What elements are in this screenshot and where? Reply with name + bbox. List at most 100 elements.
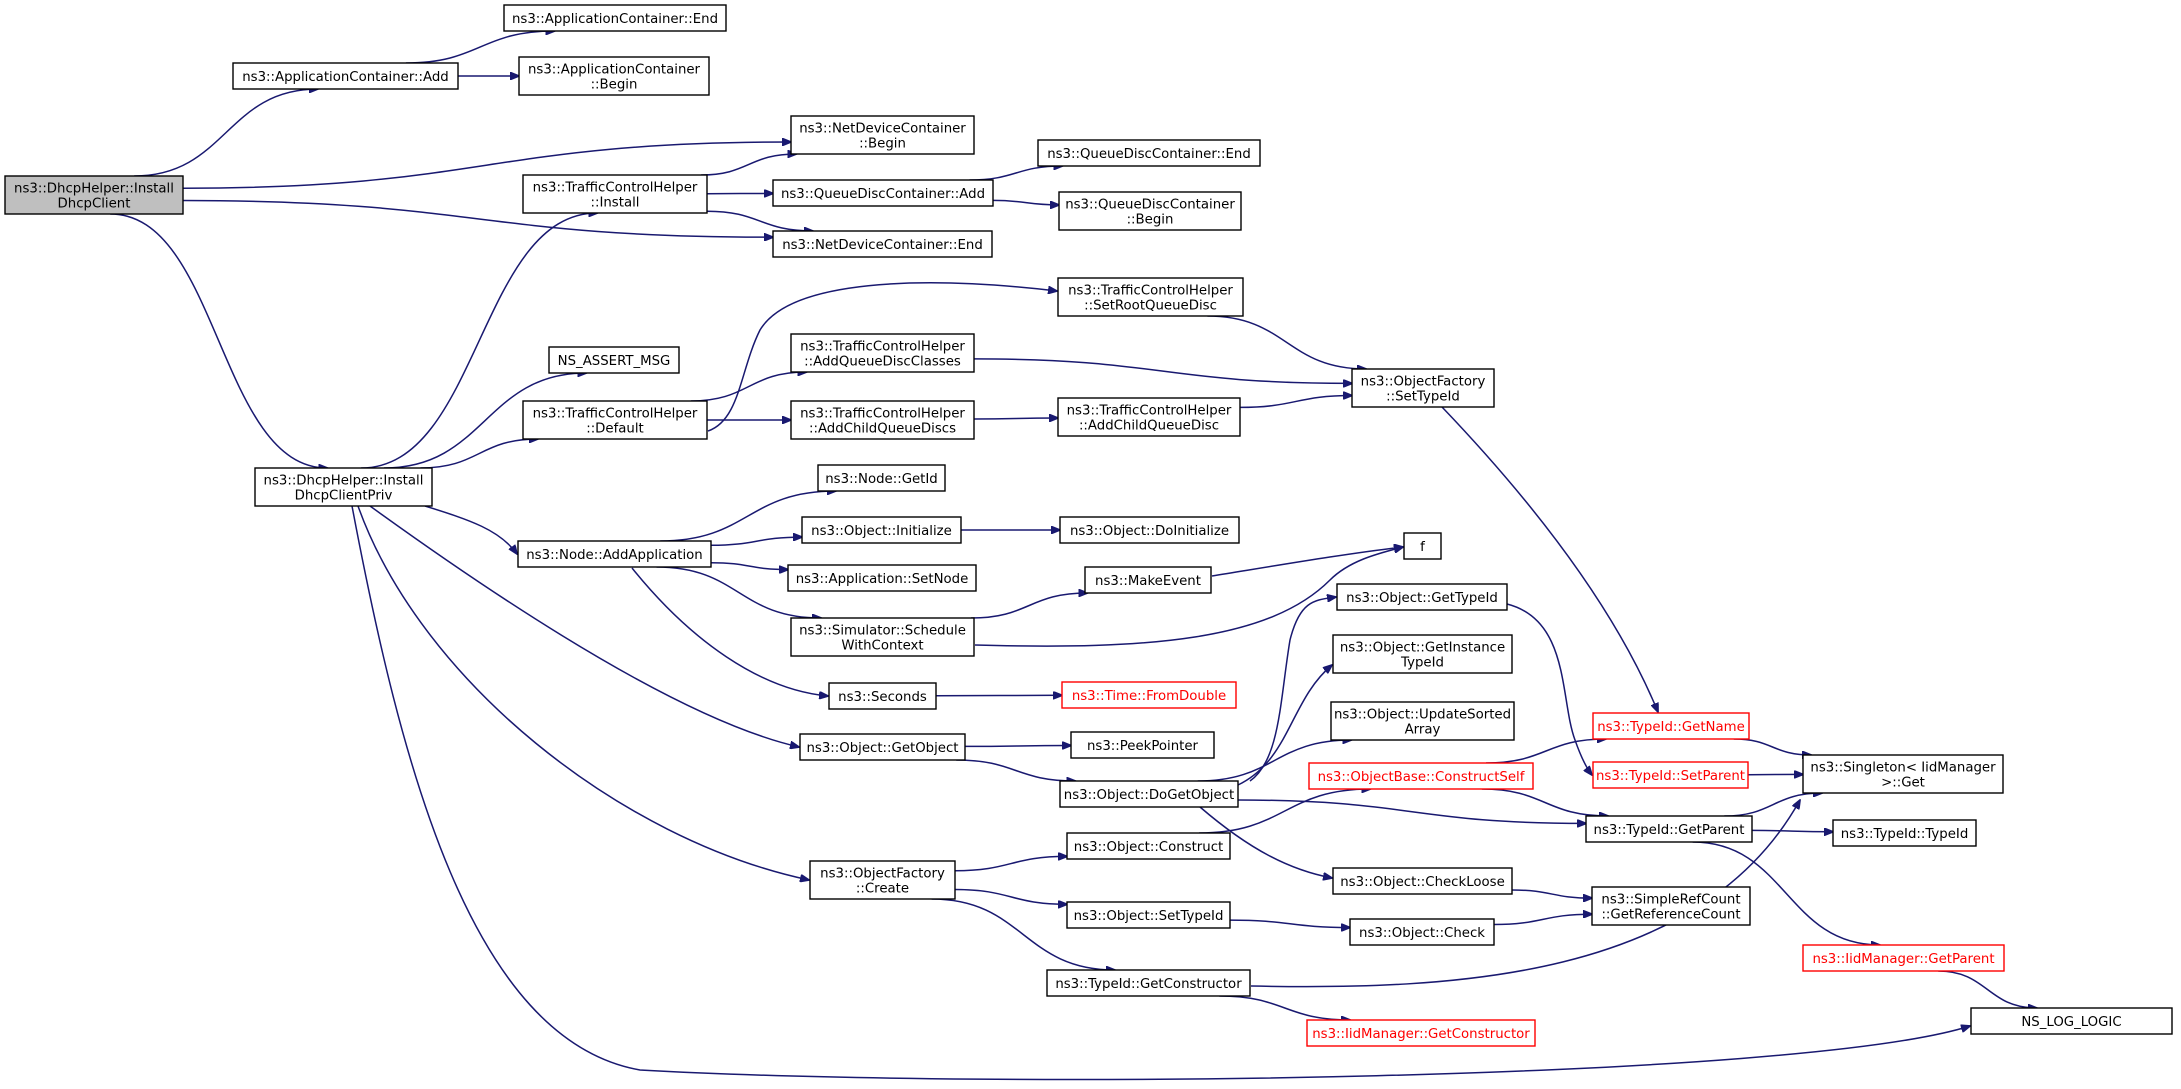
edge-ac_add-to-ac_end	[405, 31, 555, 64]
node-label: ns3::QueueDiscContainer::Add	[781, 187, 985, 202]
node-obj-getobject[interactable]: ns3::Object::GetObject	[799, 733, 966, 761]
node-box	[503, 4, 727, 32]
node-tch-install[interactable]: ns3::TrafficControlHelper::Install	[522, 174, 708, 214]
edge-obj_getobject-to-peekpointer	[964, 746, 1071, 747]
node-tch-default[interactable]: ns3::TrafficControlHelper::Default	[522, 400, 708, 440]
node-qdc-add[interactable]: ns3::QueueDiscContainer::Add	[772, 179, 994, 207]
edge-tch_addqdc-to-of_settypeid	[973, 358, 1352, 384]
edge-tch_default-to-tch_setroot	[707, 282, 1057, 432]
node-ns-log-logic[interactable]: NS_LOG_LOGIC	[1970, 1007, 2173, 1035]
node-obj-settypeid[interactable]: ns3::Object::SetTypeId	[1066, 901, 1231, 929]
node-label: DhcpClient	[58, 197, 131, 212]
node-ac-end[interactable]: ns3::ApplicationContainer::End	[503, 4, 727, 32]
node-label: ns3::TrafficControlHelper	[1068, 284, 1233, 299]
node-typeid-getparent[interactable]: ns3::TypeId::GetParent	[1585, 815, 1753, 843]
node-box	[4, 175, 184, 215]
node-iid-getparent[interactable]: ns3::IidManager::GetParent	[1802, 944, 2005, 972]
node-qdc-begin[interactable]: ns3::QueueDiscContainer::Begin	[1058, 191, 1242, 231]
edge-typeid_getparent-to-singleton_get	[1724, 793, 1822, 817]
node-label: ::AddChildQueueDisc	[1079, 419, 1219, 434]
node-iid-getctor[interactable]: ns3::IidManager::GetConstructor	[1306, 1019, 1536, 1047]
node-peekpointer[interactable]: ns3::PeekPointer	[1070, 731, 1215, 759]
node-box	[799, 733, 966, 761]
node-obj-gettypeid[interactable]: ns3::Object::GetTypeId	[1336, 583, 1508, 611]
edge-qdc_add-to-qdc_begin	[992, 199, 1059, 205]
edge-tch_setroot-to-of_settypeid	[1207, 315, 1366, 369]
node-label: ns3::Object::GetInstance	[1340, 641, 1505, 656]
edge-tch_addchildqd-to-of_settypeid	[1239, 396, 1352, 409]
node-label: ns3::DhcpHelper::Install	[264, 474, 424, 489]
node-obj-doinit[interactable]: ns3::Object::DoInitialize	[1059, 516, 1240, 544]
node-label: ns3::TypeId::GetParent	[1594, 823, 1745, 838]
node-f[interactable]: f	[1403, 532, 1442, 560]
node-ns-assert[interactable]: NS_ASSERT_MSG	[548, 346, 680, 374]
node-obj-init[interactable]: ns3::Object::Initialize	[801, 516, 962, 544]
node-qdc-end[interactable]: ns3::QueueDiscContainer::End	[1037, 139, 1261, 167]
node-box	[828, 682, 937, 710]
node-label: ns3::Object::DoInitialize	[1070, 524, 1229, 539]
node-obj-construct[interactable]: ns3::Object::Construct	[1066, 832, 1231, 860]
edge-priv-to-tch_default	[420, 439, 539, 469]
node-box	[1592, 712, 1750, 740]
node-obj-check[interactable]: ns3::Object::Check	[1349, 918, 1495, 946]
node-label: ns3::IidManager::GetConstructor	[1312, 1027, 1530, 1042]
node-src-getref[interactable]: ns3::SimpleRefCount::GetReferenceCount	[1591, 886, 1751, 926]
node-box	[522, 400, 708, 440]
node-box	[1059, 516, 1240, 544]
node-of-create[interactable]: ns3::ObjectFactory::Create	[809, 860, 956, 900]
node-ac-add[interactable]: ns3::ApplicationContainer::Add	[232, 62, 459, 90]
node-label: ns3::ObjectBase::ConstructSelf	[1318, 770, 1525, 785]
node-tch-addchildqds[interactable]: ns3::TrafficControlHelper::AddChildQueue…	[790, 400, 975, 440]
node-node-getid[interactable]: ns3::Node::GetId	[817, 464, 946, 492]
node-label: NS_LOG_LOGIC	[2021, 1015, 2121, 1030]
node-obj-checkloose[interactable]: ns3::Object::CheckLoose	[1332, 867, 1513, 895]
edge-node_addapp-to-sim_schedule	[656, 566, 822, 618]
node-obj-dogetobject[interactable]: ns3::Object::DoGetObject	[1059, 780, 1239, 808]
node-label: >::Get	[1881, 776, 1925, 791]
node-tch-addqdc[interactable]: ns3::TrafficControlHelper::AddQueueDiscC…	[790, 333, 975, 373]
node-box	[1802, 754, 2004, 794]
node-box	[522, 174, 708, 214]
node-box	[518, 56, 710, 96]
node-objbase-construct[interactable]: ns3::ObjectBase::ConstructSelf	[1308, 762, 1534, 790]
node-typeid-getname[interactable]: ns3::TypeId::GetName	[1592, 712, 1750, 740]
node-ndc-end[interactable]: ns3::NetDeviceContainer::End	[772, 230, 993, 258]
node-box	[772, 230, 993, 258]
node-label: ns3::ObjectFactory	[820, 867, 945, 882]
node-ndc-begin[interactable]: ns3::NetDeviceContainer::Begin	[790, 115, 975, 155]
node-label: ns3::PeekPointer	[1087, 739, 1199, 754]
node-ac-begin[interactable]: ns3::ApplicationContainer::Begin	[518, 56, 710, 96]
edge-obj_dogetobject-to-obj_gettypeid	[1249, 597, 1336, 782]
node-time-fromdouble[interactable]: ns3::Time::FromDouble	[1061, 681, 1237, 709]
node-tch-setroot[interactable]: ns3::TrafficControlHelper::SetRootQueueD…	[1057, 277, 1244, 317]
node-label: ns3::SimpleRefCount	[1601, 893, 1740, 908]
edge-root-to-ndc_begin	[182, 142, 791, 189]
node-makeevent[interactable]: ns3::MakeEvent	[1084, 566, 1212, 594]
node-typeid-setparent[interactable]: ns3::TypeId::SetParent	[1592, 761, 1749, 789]
node-label: ::Default	[586, 422, 644, 437]
edge-of_create-to-typeid_getctor	[931, 898, 1115, 970]
node-typeid-getctor[interactable]: ns3::TypeId::GetConstructor	[1046, 969, 1251, 997]
node-label: ::AddChildQueueDiscs	[809, 422, 956, 437]
node-seconds[interactable]: ns3::Seconds	[828, 682, 937, 710]
node-app-setnode[interactable]: ns3::Application::SetNode	[787, 564, 977, 592]
node-node-addapp[interactable]: ns3::Node::AddApplication	[517, 540, 712, 568]
node-label: ::Install	[591, 196, 640, 211]
node-box	[1336, 583, 1508, 611]
node-singleton-get[interactable]: ns3::Singleton< IidManager>::Get	[1802, 754, 2004, 794]
edge-obj_check-to-src_getref	[1493, 914, 1592, 926]
node-box	[801, 516, 962, 544]
edge-obj_dogetobject-to-obj_checkloose	[1199, 806, 1332, 878]
edge-node_addapp-to-app_setnode	[710, 561, 788, 570]
node-label: ::GetReferenceCount	[1601, 908, 1740, 923]
node-label: ::AddQueueDiscClasses	[804, 355, 961, 370]
edge-root-to-ac_add	[134, 89, 318, 177]
node-of-settypeid[interactable]: ns3::ObjectFactory::SetTypeId	[1351, 368, 1495, 408]
node-tch-addchildqd[interactable]: ns3::TrafficControlHelper::AddChildQueue…	[1057, 397, 1241, 437]
node-typeid-typeid[interactable]: ns3::TypeId::TypeId	[1832, 819, 1977, 847]
